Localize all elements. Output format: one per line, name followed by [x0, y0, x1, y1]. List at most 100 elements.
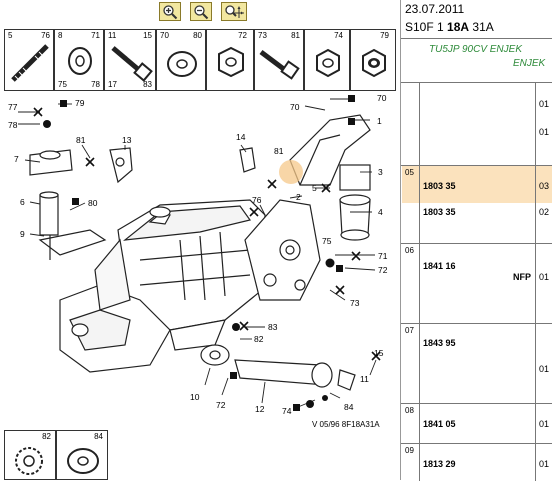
part-reference[interactable]: 1843 95 — [423, 338, 456, 348]
zoom-move-icon — [225, 4, 244, 18]
part-label: 79 — [380, 31, 389, 40]
callout-label: 2 — [296, 192, 301, 202]
washer-icon — [68, 47, 92, 75]
part-cell[interactable]: 82 — [4, 430, 56, 480]
callout-label: 70 — [290, 102, 300, 112]
part-label: 81 — [291, 31, 300, 40]
part-cell[interactable]: 74 — [304, 29, 350, 91]
zoom-out-icon — [194, 4, 209, 19]
callout-label: 3 — [378, 167, 383, 177]
part-reference[interactable]: 1803 35 — [423, 207, 456, 217]
nylon-nut-icon — [362, 48, 386, 78]
callout-label: 70 — [377, 93, 387, 103]
zoom-in-icon — [163, 4, 178, 19]
part-cell[interactable]: 8 71 75 78 — [54, 29, 104, 91]
part-label: 82 — [42, 432, 51, 441]
qty-cell: 01 — [539, 419, 550, 429]
part-cell[interactable]: 84 — [56, 430, 108, 480]
table-row[interactable]: 07 1843 95 01 — [401, 323, 552, 404]
qty-cell: 03 — [539, 181, 550, 191]
part-label: 75 — [58, 80, 67, 89]
callout-label: 75 — [322, 236, 332, 246]
qty-cell: 01 — [539, 99, 550, 109]
parts-strip: 5 76 8 71 75 78 11 15 17 8 — [4, 29, 396, 91]
callout-label: 81 — [274, 146, 284, 156]
part-reference[interactable]: 1813 29 — [423, 459, 456, 469]
callout-label: 5 — [312, 183, 317, 193]
catalog-date: 23.07.2011 — [405, 2, 465, 16]
callout-label: 79 — [75, 98, 85, 108]
callout-label: 15 — [374, 348, 384, 358]
callout-label: 74 — [282, 406, 292, 416]
table-row[interactable]: 01 01 — [401, 82, 552, 166]
callout-label: 9 — [20, 229, 25, 239]
code-prefix: S10F 1 — [405, 20, 444, 34]
exploded-diagram[interactable]: 77 79 78 7 6 9 80 81 13 14 81 70 70 1 5 … — [0, 92, 400, 432]
nut-icon — [316, 48, 340, 78]
table-row[interactable]: 08 1841 05 01 — [401, 403, 552, 444]
part-label: 84 — [94, 432, 103, 441]
part-label: 74 — [334, 31, 343, 40]
nfp-flag: NFP — [513, 272, 531, 282]
callout-label: 76 — [252, 195, 262, 205]
table-row[interactable]: 06 1841 16 NFP 01 — [401, 243, 552, 324]
selected-row-highlight — [402, 165, 552, 203]
part-label: 73 — [258, 31, 267, 40]
selected-callout-highlight[interactable] — [279, 160, 303, 184]
part-reference[interactable]: 1803 35 — [423, 181, 456, 191]
zoom-in-button[interactable] — [159, 2, 181, 21]
zoom-pan-button[interactable] — [221, 2, 247, 21]
callout-label: 71 — [378, 251, 388, 261]
part-label: 72 — [238, 31, 247, 40]
qty-cell: 01 — [539, 127, 550, 137]
callout-label: 78 — [8, 120, 18, 130]
qty-cell: 01 — [539, 459, 550, 469]
part-label: 11 — [108, 31, 117, 40]
callout-label: 82 — [254, 334, 264, 344]
part-cell[interactable]: 70 80 — [156, 29, 206, 91]
callout-label: 6 — [20, 197, 25, 207]
part-label: 78 — [91, 80, 100, 89]
part-label: 17 — [108, 80, 117, 89]
diagram-caption: V 05/96 8F18A31A — [312, 420, 380, 429]
qty-cell: 01 — [539, 272, 550, 282]
footer-parts-strip: 82 84 — [4, 430, 109, 480]
row-index: 08 — [405, 406, 414, 415]
part-cell[interactable]: 72 — [206, 29, 254, 91]
part-cell[interactable]: 11 15 17 83 — [104, 29, 156, 91]
diagram-panel: 5 76 8 71 75 78 11 15 17 8 — [0, 2, 400, 480]
bolt-icon — [111, 46, 153, 82]
code-bold: 18A — [447, 20, 470, 34]
part-cell[interactable]: 73 81 — [254, 29, 304, 91]
part-label: 83 — [143, 80, 152, 89]
callout-label: 84 — [344, 402, 354, 412]
callout-label: 12 — [255, 404, 265, 414]
flat-washer-icon — [167, 51, 197, 77]
row-index: 05 — [405, 168, 414, 177]
callout-label: 83 — [268, 322, 278, 332]
row-index: 07 — [405, 326, 414, 335]
callout-label: 77 — [8, 102, 18, 112]
vehicle-description-line2: ENJEK — [513, 58, 546, 69]
vehicle-description: TU5JP 90CV ENJEK — [429, 44, 522, 55]
part-cell[interactable]: 79 — [350, 29, 396, 91]
row-index: 09 — [405, 446, 414, 455]
part-cell[interactable]: 5 76 — [4, 29, 54, 91]
part-label: 5 — [8, 31, 13, 40]
plain-washer-icon — [67, 448, 99, 474]
callout-label: 10 — [190, 392, 200, 402]
serrated-washer-icon — [15, 447, 43, 475]
stud-bolt-icon — [11, 44, 49, 82]
table-row[interactable]: 05 1803 35 03 1803 35 02 — [401, 165, 552, 244]
part-label: 80 — [193, 31, 202, 40]
row-index: 06 — [405, 246, 414, 255]
callout-label: 80 — [88, 198, 98, 208]
part-label: 76 — [41, 31, 50, 40]
flange-bolt-icon — [259, 50, 300, 80]
zoom-out-button[interactable] — [190, 2, 212, 21]
callout-label: 72 — [216, 400, 226, 410]
table-row[interactable]: 09 1813 29 01 — [401, 443, 552, 481]
part-reference[interactable]: 1841 16 — [423, 261, 456, 271]
part-reference[interactable]: 1841 05 — [423, 419, 456, 429]
callout-label: 1 — [377, 116, 382, 126]
